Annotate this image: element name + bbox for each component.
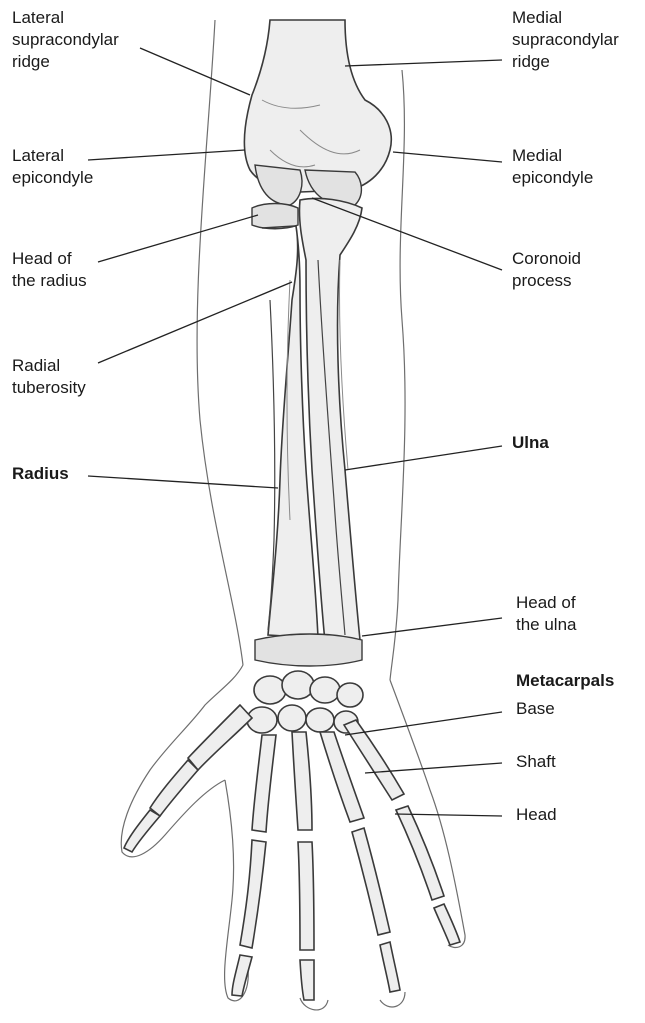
label-radial-tuberosity: Radial tuberosity <box>12 355 86 399</box>
label-medial-supracondylar-ridge: Medial supracondylar ridge <box>512 7 619 73</box>
carpals <box>247 634 363 733</box>
label-head: Head <box>516 804 557 826</box>
leader-radius <box>88 476 278 488</box>
label-line: process <box>512 270 581 292</box>
label-head-of-radius: Head of the radius <box>12 248 87 292</box>
label-line: epicondyle <box>512 167 593 189</box>
label-line: Coronoid <box>512 248 581 270</box>
label-head-of-ulna: Head of the ulna <box>516 592 577 636</box>
leader-lateral-supracondylar-ridge <box>140 48 250 95</box>
label-line: ridge <box>512 51 619 73</box>
label-line: Head of <box>12 248 87 270</box>
leader-head-of-radius <box>98 215 258 262</box>
label-line: epicondyle <box>12 167 93 189</box>
label-lateral-supracondylar-ridge: Lateral supracondylar ridge <box>12 7 119 73</box>
leader-medial-supracondylar-ridge <box>345 60 502 66</box>
label-coronoid-process: Coronoid process <box>512 248 581 292</box>
leader-base <box>345 712 502 735</box>
leader-head-of-ulna <box>362 618 502 636</box>
label-ulna: Ulna <box>512 432 549 454</box>
label-base: Base <box>516 698 555 720</box>
label-line: supracondylar <box>512 29 619 51</box>
label-shaft: Shaft <box>516 751 556 773</box>
label-line: Lateral <box>12 7 119 29</box>
label-line: ridge <box>12 51 119 73</box>
label-line: the radius <box>12 270 87 292</box>
metacarpals-and-phalanges <box>124 705 460 1000</box>
leader-ulna <box>345 446 502 470</box>
label-line: Medial <box>512 145 593 167</box>
leader-radial-tuberosity <box>98 282 292 363</box>
label-line: Lateral <box>12 145 93 167</box>
label-line: Radial <box>12 355 86 377</box>
label-medial-epicondyle: Medial epicondyle <box>512 145 593 189</box>
humerus <box>244 20 391 206</box>
label-line: Medial <box>512 7 619 29</box>
leader-medial-epicondyle <box>393 152 502 162</box>
label-lateral-epicondyle: Lateral epicondyle <box>12 145 93 189</box>
label-line: the ulna <box>516 614 577 636</box>
label-metacarpals: Metacarpals <box>516 670 614 692</box>
leader-lateral-epicondyle <box>88 150 245 160</box>
label-line: supracondylar <box>12 29 119 51</box>
label-line: tuberosity <box>12 377 86 399</box>
label-line: Head of <box>516 592 577 614</box>
label-radius: Radius <box>12 463 69 485</box>
